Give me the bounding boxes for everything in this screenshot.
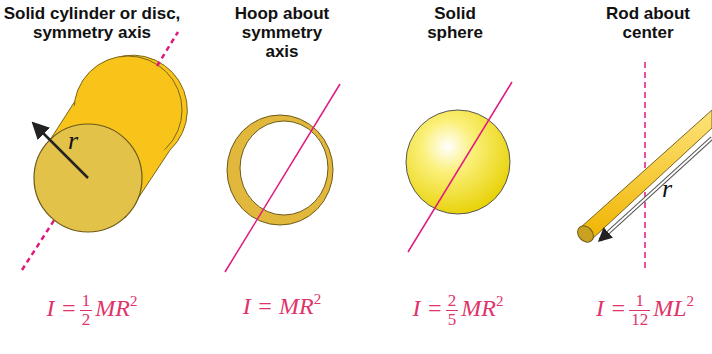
fraction: 12 bbox=[80, 292, 93, 329]
numerator: 1 bbox=[80, 292, 93, 310]
fraction: 25 bbox=[446, 292, 459, 329]
formula-text: I = bbox=[413, 295, 443, 321]
formula-text: MR bbox=[95, 295, 130, 321]
rod bbox=[574, 62, 712, 272]
denominator: 5 bbox=[446, 310, 459, 329]
denominator: 12 bbox=[629, 310, 650, 329]
figure-heading: Solid sphere bbox=[417, 4, 493, 42]
denominator: 2 bbox=[80, 310, 93, 329]
radius-label: r bbox=[662, 176, 672, 202]
formula-text: MR bbox=[461, 295, 496, 321]
formula: I = MR2 bbox=[243, 292, 321, 318]
numerator: 2 bbox=[446, 292, 459, 310]
sphere bbox=[406, 82, 512, 252]
formula: I =112ML2 bbox=[596, 292, 694, 329]
formula-text: I = bbox=[596, 295, 626, 321]
formula: I =12MR2 bbox=[47, 292, 138, 329]
numerator: 1 bbox=[629, 292, 650, 310]
formula: I =25MR2 bbox=[413, 292, 504, 329]
figure-heading: Hoop about symmetry axis bbox=[226, 4, 338, 61]
hoop bbox=[225, 84, 340, 272]
figure-heading: Solid cylinder or disc, symmetry axis bbox=[3, 4, 181, 42]
formula-text: ML bbox=[653, 295, 686, 321]
exponent: 2 bbox=[314, 291, 322, 307]
radius-label: r bbox=[68, 128, 78, 154]
formula-text: I = bbox=[47, 295, 77, 321]
figure-heading: Rod about center bbox=[596, 4, 700, 42]
exponent: 2 bbox=[687, 293, 695, 309]
cylinder bbox=[22, 32, 187, 270]
exponent: 2 bbox=[130, 293, 138, 309]
formula-text: I = MR bbox=[243, 293, 314, 319]
exponent: 2 bbox=[496, 293, 504, 309]
fraction: 112 bbox=[629, 292, 650, 329]
